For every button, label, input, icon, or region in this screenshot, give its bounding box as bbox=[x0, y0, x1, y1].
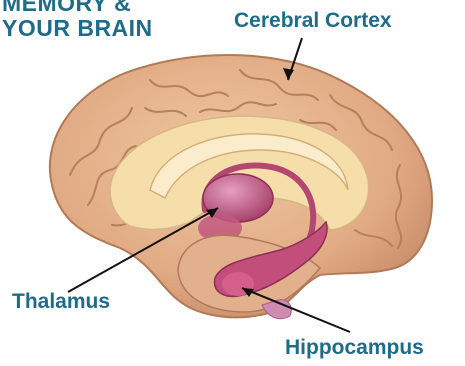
label-cerebral-cortex: Cerebral Cortex bbox=[234, 9, 392, 33]
label-hippocampus: Hippocampus bbox=[285, 336, 424, 360]
title-line-2: YOUR BRAIN bbox=[2, 16, 153, 41]
title-line-1: MEMORY & bbox=[2, 0, 153, 16]
page-title: MEMORY & YOUR BRAIN bbox=[2, 0, 153, 41]
label-thalamus: Thalamus bbox=[12, 290, 110, 314]
